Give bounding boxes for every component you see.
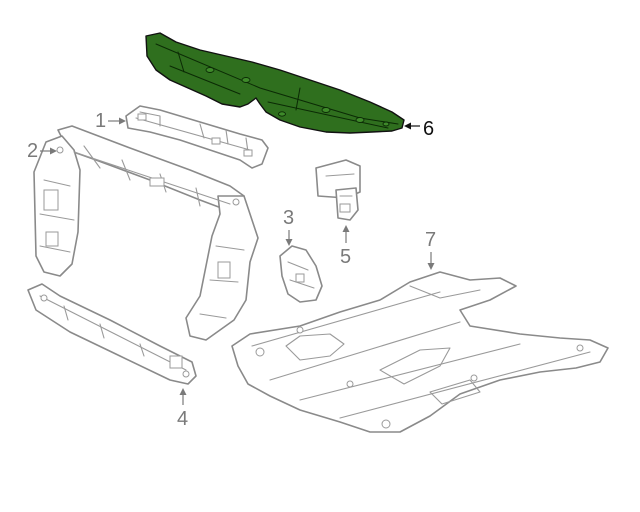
callout-7: 7 <box>425 229 436 270</box>
callout-4: 4 <box>177 388 188 430</box>
bracket-part-3[interactable] <box>279 245 323 303</box>
callout-1: 1 <box>95 110 126 132</box>
svg-text:3: 3 <box>283 207 294 229</box>
upper-tie-bar-part-1[interactable] <box>125 105 269 169</box>
svg-text:1: 1 <box>95 110 106 132</box>
lower-tie-bar-part-4[interactable] <box>27 283 197 385</box>
callout-2: 2 <box>27 140 57 162</box>
shield-body <box>145 32 405 134</box>
svg-text:7: 7 <box>425 229 436 251</box>
radiator-support-frame-part-2[interactable] <box>33 125 259 341</box>
callout-5: 5 <box>340 225 351 268</box>
lower-splash-shield-part-7[interactable] <box>231 271 609 433</box>
upper-splash-shield-part-6[interactable] <box>145 32 405 134</box>
svg-text:5: 5 <box>340 246 351 268</box>
svg-text:4: 4 <box>177 408 188 430</box>
bracket-clip-part-5[interactable] <box>315 159 361 221</box>
svg-text:6: 6 <box>423 118 434 140</box>
svg-text:2: 2 <box>27 140 38 162</box>
callout-3: 3 <box>283 207 294 246</box>
callout-6: 6 <box>404 118 434 140</box>
